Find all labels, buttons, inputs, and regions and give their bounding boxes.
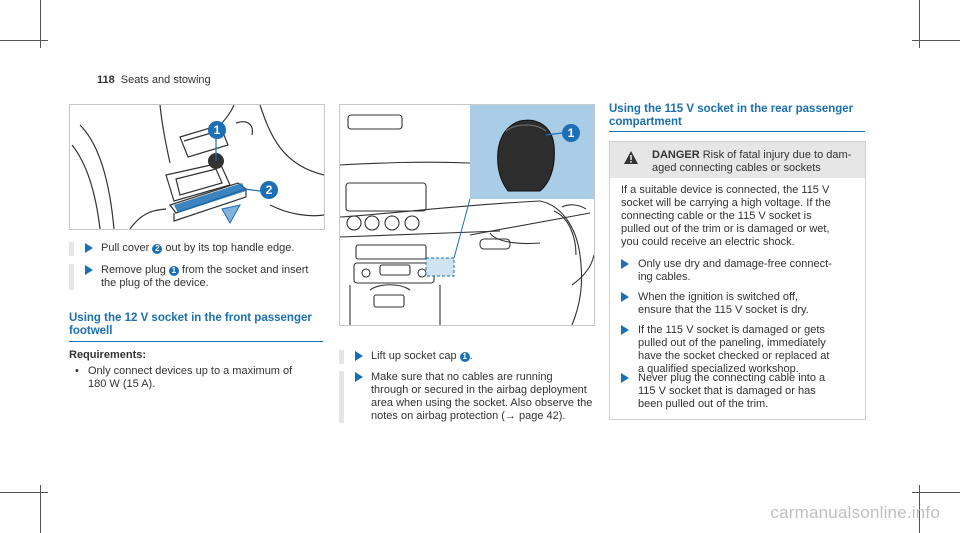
socket-location-marker [425, 257, 455, 277]
step-arrow-icon [621, 259, 629, 269]
badge-1: 1 [459, 352, 470, 362]
dashboard-illustration [340, 105, 594, 325]
section-title: Seats and stowing [120, 74, 211, 86]
step-arrow-icon [85, 265, 93, 275]
heading-12v-socket: Using the 12 V socket in the front passe… [69, 312, 312, 337]
step-arrow-icon [621, 292, 629, 302]
heading-underline [69, 341, 323, 342]
badge-2: 2 [152, 244, 163, 254]
heading-115v-socket: Using the 115 V socket in the rear passe… [609, 103, 854, 128]
cover-highlight [174, 183, 246, 213]
warning-triangle-icon [624, 151, 638, 164]
page-header: 118 Seats and stowing [97, 74, 211, 86]
front-socket-illustration [71, 105, 324, 229]
badge-1: 1 [168, 266, 179, 276]
danger-box: DANGER Risk of fatal injury due to dam-a… [609, 141, 866, 420]
figure-front-footwell-socket: 1 2 [69, 104, 325, 230]
callout-1: 1 [208, 121, 226, 139]
danger-step-dry-cables: Only use dry and damage-free connect-ing… [610, 258, 864, 284]
step-arrow-icon [85, 243, 93, 253]
heading-underline [609, 131, 865, 132]
danger-body: If a suitable device is connected, the 1… [621, 184, 831, 248]
danger-title: DANGER Risk of fatal injury due to dam-a… [652, 149, 852, 174]
step-arrow-icon [621, 325, 629, 335]
callout-2: 2 [260, 181, 278, 199]
arrow-down-icon [221, 204, 241, 225]
callout-1: 1 [562, 124, 580, 142]
watermark: carmanualsonline.info [770, 503, 940, 522]
step-arrow-icon [621, 373, 629, 383]
page-number: 118 [97, 74, 115, 86]
danger-header [610, 142, 865, 178]
step-arrow-icon [355, 372, 363, 382]
requirements-label: Requirements: [69, 349, 147, 361]
socket-cap-shape [497, 119, 555, 192]
figure-dashboard-socket-cap: 1 [339, 104, 595, 326]
step-pull-cover: Pull cover 2 out by its top handle edge. [69, 242, 319, 256]
danger-step-ignition-off: When the ignition is switched off,ensure… [610, 291, 864, 317]
step-lift-cap: Lift up socket cap 1. [339, 350, 593, 364]
step-arrow-icon [355, 351, 363, 361]
step-remove-plug: Remove plug 1 from the socket and insert… [69, 264, 319, 290]
